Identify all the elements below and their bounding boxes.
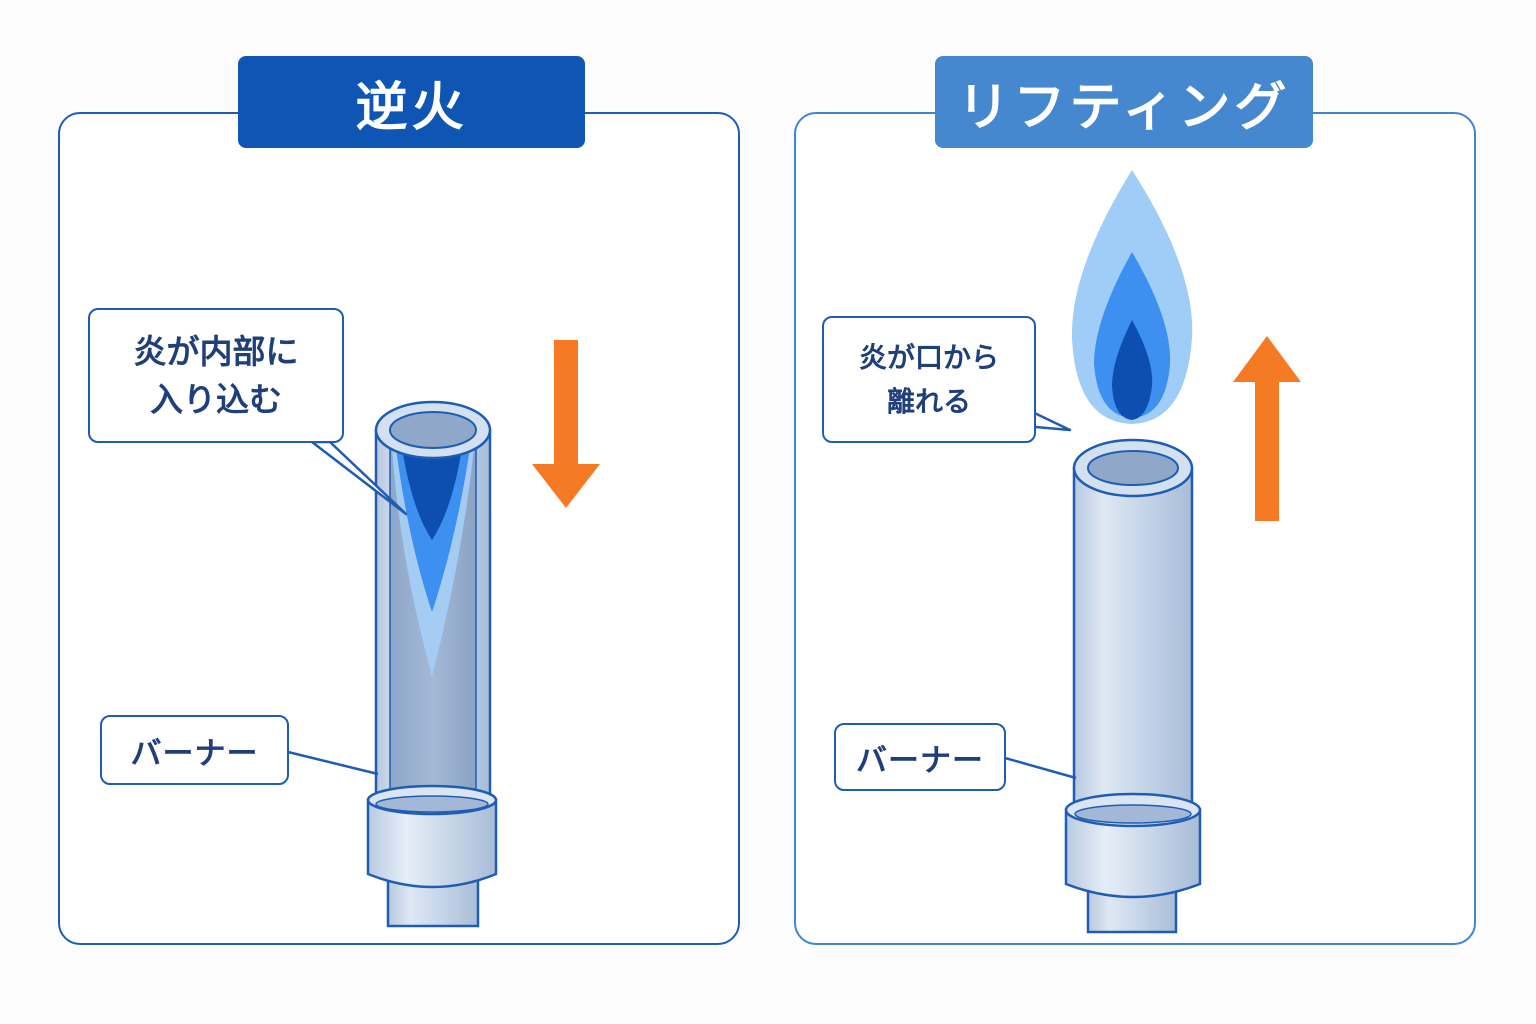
down-arrow [532, 340, 600, 508]
lifting-callout: 炎が口から 離れる [822, 316, 1036, 443]
up-arrow [1233, 336, 1301, 521]
right-label-leader [1004, 756, 1077, 780]
right-burner-label: バーナー [834, 723, 1006, 791]
lifting-callout-line2: 離れる [886, 384, 971, 418]
lifted-flame [1071, 170, 1193, 424]
left-burner-label: バーナー [100, 715, 289, 785]
inner-flame [392, 448, 474, 676]
left-burner [366, 400, 498, 928]
backfire-callout: 炎が内部に 入り込む [88, 308, 344, 443]
backfire-title: 逆火 [238, 56, 585, 148]
lifting-callout-line1: 炎が口から [858, 340, 999, 374]
right-burner [1064, 438, 1202, 934]
backfire-callout-line2: 入り込む [150, 379, 282, 419]
backfire-callout-line1: 炎が内部に [133, 331, 299, 371]
left-label-leader [287, 750, 379, 776]
lifting-title: リフティング [935, 56, 1313, 148]
